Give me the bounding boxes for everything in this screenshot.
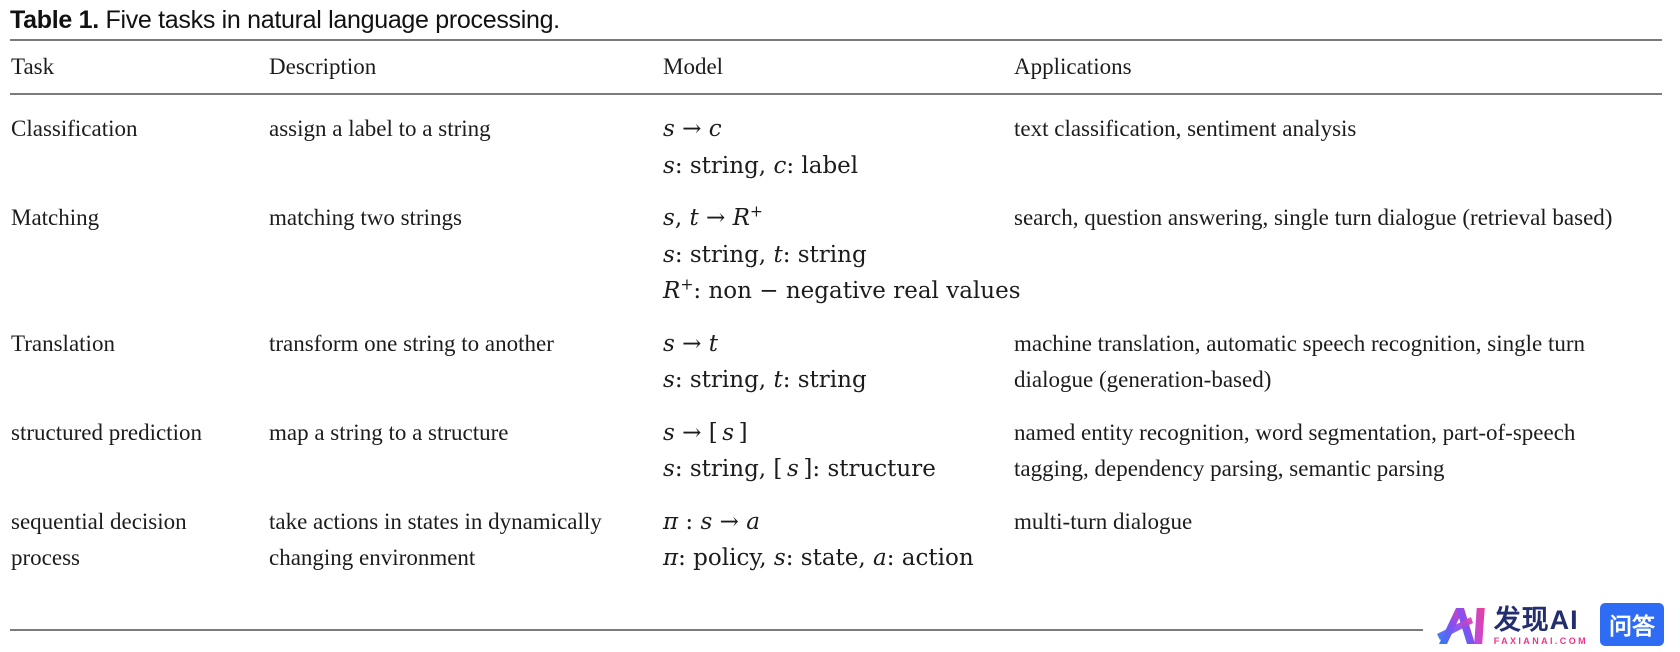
- applications-cell: named entity recognition, word segmentat…: [1014, 419, 1576, 482]
- table-caption: Table 1. Five tasks in natural language …: [0, 0, 1680, 39]
- applications-cell: search, question answering, single turn …: [1014, 205, 1613, 230]
- column-header-applications: Applications: [1014, 54, 1132, 79]
- qa-badge[interactable]: 问答: [1600, 603, 1664, 646]
- applications-cell: text classification, sentiment analysis: [1014, 116, 1357, 141]
- model-cell: s → t s: string, t: string: [662, 326, 1013, 399]
- column-header-description: Description: [269, 54, 377, 79]
- description-cell: map a string to a structure: [269, 419, 509, 445]
- model-cell: π : s → a π: policy, s: state, a: action: [662, 504, 1013, 577]
- table-row: structured prediction map a string to a …: [10, 415, 1662, 488]
- faxianai-logo-text: 发现AI FAXIANAI.COM: [1493, 604, 1588, 646]
- table-top-rule: [10, 39, 1662, 41]
- model-formula-line: s → t: [663, 330, 718, 357]
- model-formula-line: s, t → R+: [663, 201, 764, 231]
- task-cell: Matching: [11, 205, 100, 230]
- table-bottom-rule: [10, 628, 1662, 631]
- applications-cell: multi-turn dialogue: [1014, 508, 1193, 534]
- faxianai-watermark: 发现AI FAXIANAI.COM 问答: [1422, 599, 1666, 650]
- model-formula-line: s: string, c: label: [663, 152, 859, 179]
- table-caption-text: Five tasks in natural language processin…: [98, 6, 560, 34]
- faxianai-brand-name: 发现AI: [1493, 604, 1579, 635]
- table-row: sequential decision process take actions…: [10, 504, 1662, 577]
- applications-cell: machine translation, automatic speech re…: [1014, 330, 1585, 393]
- faxianai-domain: FAXIANAI.COM: [1493, 635, 1588, 646]
- description-cell: take actions in states in dynamically ch…: [269, 508, 602, 571]
- task-cell: structured prediction: [11, 419, 202, 445]
- column-header-model: Model: [663, 54, 724, 79]
- faxianai-logo[interactable]: 发现AI FAXIANAI.COM: [1436, 604, 1588, 646]
- model-cell: s → c s: string, c: label: [662, 111, 1013, 184]
- table-row: Matching matching two strings s, t → R+ …: [10, 200, 1662, 310]
- model-formula-line: π: policy, s: state, a: action: [663, 545, 974, 571]
- table-row: Classification assign a label to a strin…: [10, 111, 1662, 184]
- model-formula-line: s: string, [ s ]: structure: [663, 456, 936, 482]
- table-caption-label: Table 1.: [10, 6, 99, 34]
- column-header-task: Task: [11, 54, 55, 79]
- table-row: Translation transform one string to anot…: [10, 326, 1662, 399]
- model-formula-line: s: string, t: string: [663, 241, 867, 268]
- model-formula-line: R+: non − negative real values: [663, 274, 1021, 304]
- description-cell: assign a label to a string: [269, 116, 491, 141]
- model-formula-line: π : s → a: [663, 508, 760, 535]
- task-cell: Translation: [11, 330, 115, 356]
- table-header-row: Task Description Model Applications: [10, 41, 1662, 93]
- faxian-ai-logo-icon: [1436, 607, 1485, 644]
- table-header-rule: [10, 93, 1662, 95]
- description-cell: transform one string to another: [269, 330, 554, 356]
- model-formula-line: s: string, t: string: [663, 367, 867, 393]
- model-formula-line: s → c: [663, 116, 722, 142]
- table-body: Classification assign a label to a strin…: [0, 95, 1680, 629]
- model-cell: s, t → R+ s: string, t: string R+: non −…: [662, 200, 1021, 310]
- task-cell: Classification: [11, 116, 138, 141]
- task-cell: sequential decision process: [11, 508, 187, 571]
- description-cell: matching two strings: [269, 205, 462, 230]
- model-cell: s → [ s ] s: string, [ s ]: structure: [662, 415, 1013, 488]
- model-formula-line: s → [ s ]: [663, 419, 748, 446]
